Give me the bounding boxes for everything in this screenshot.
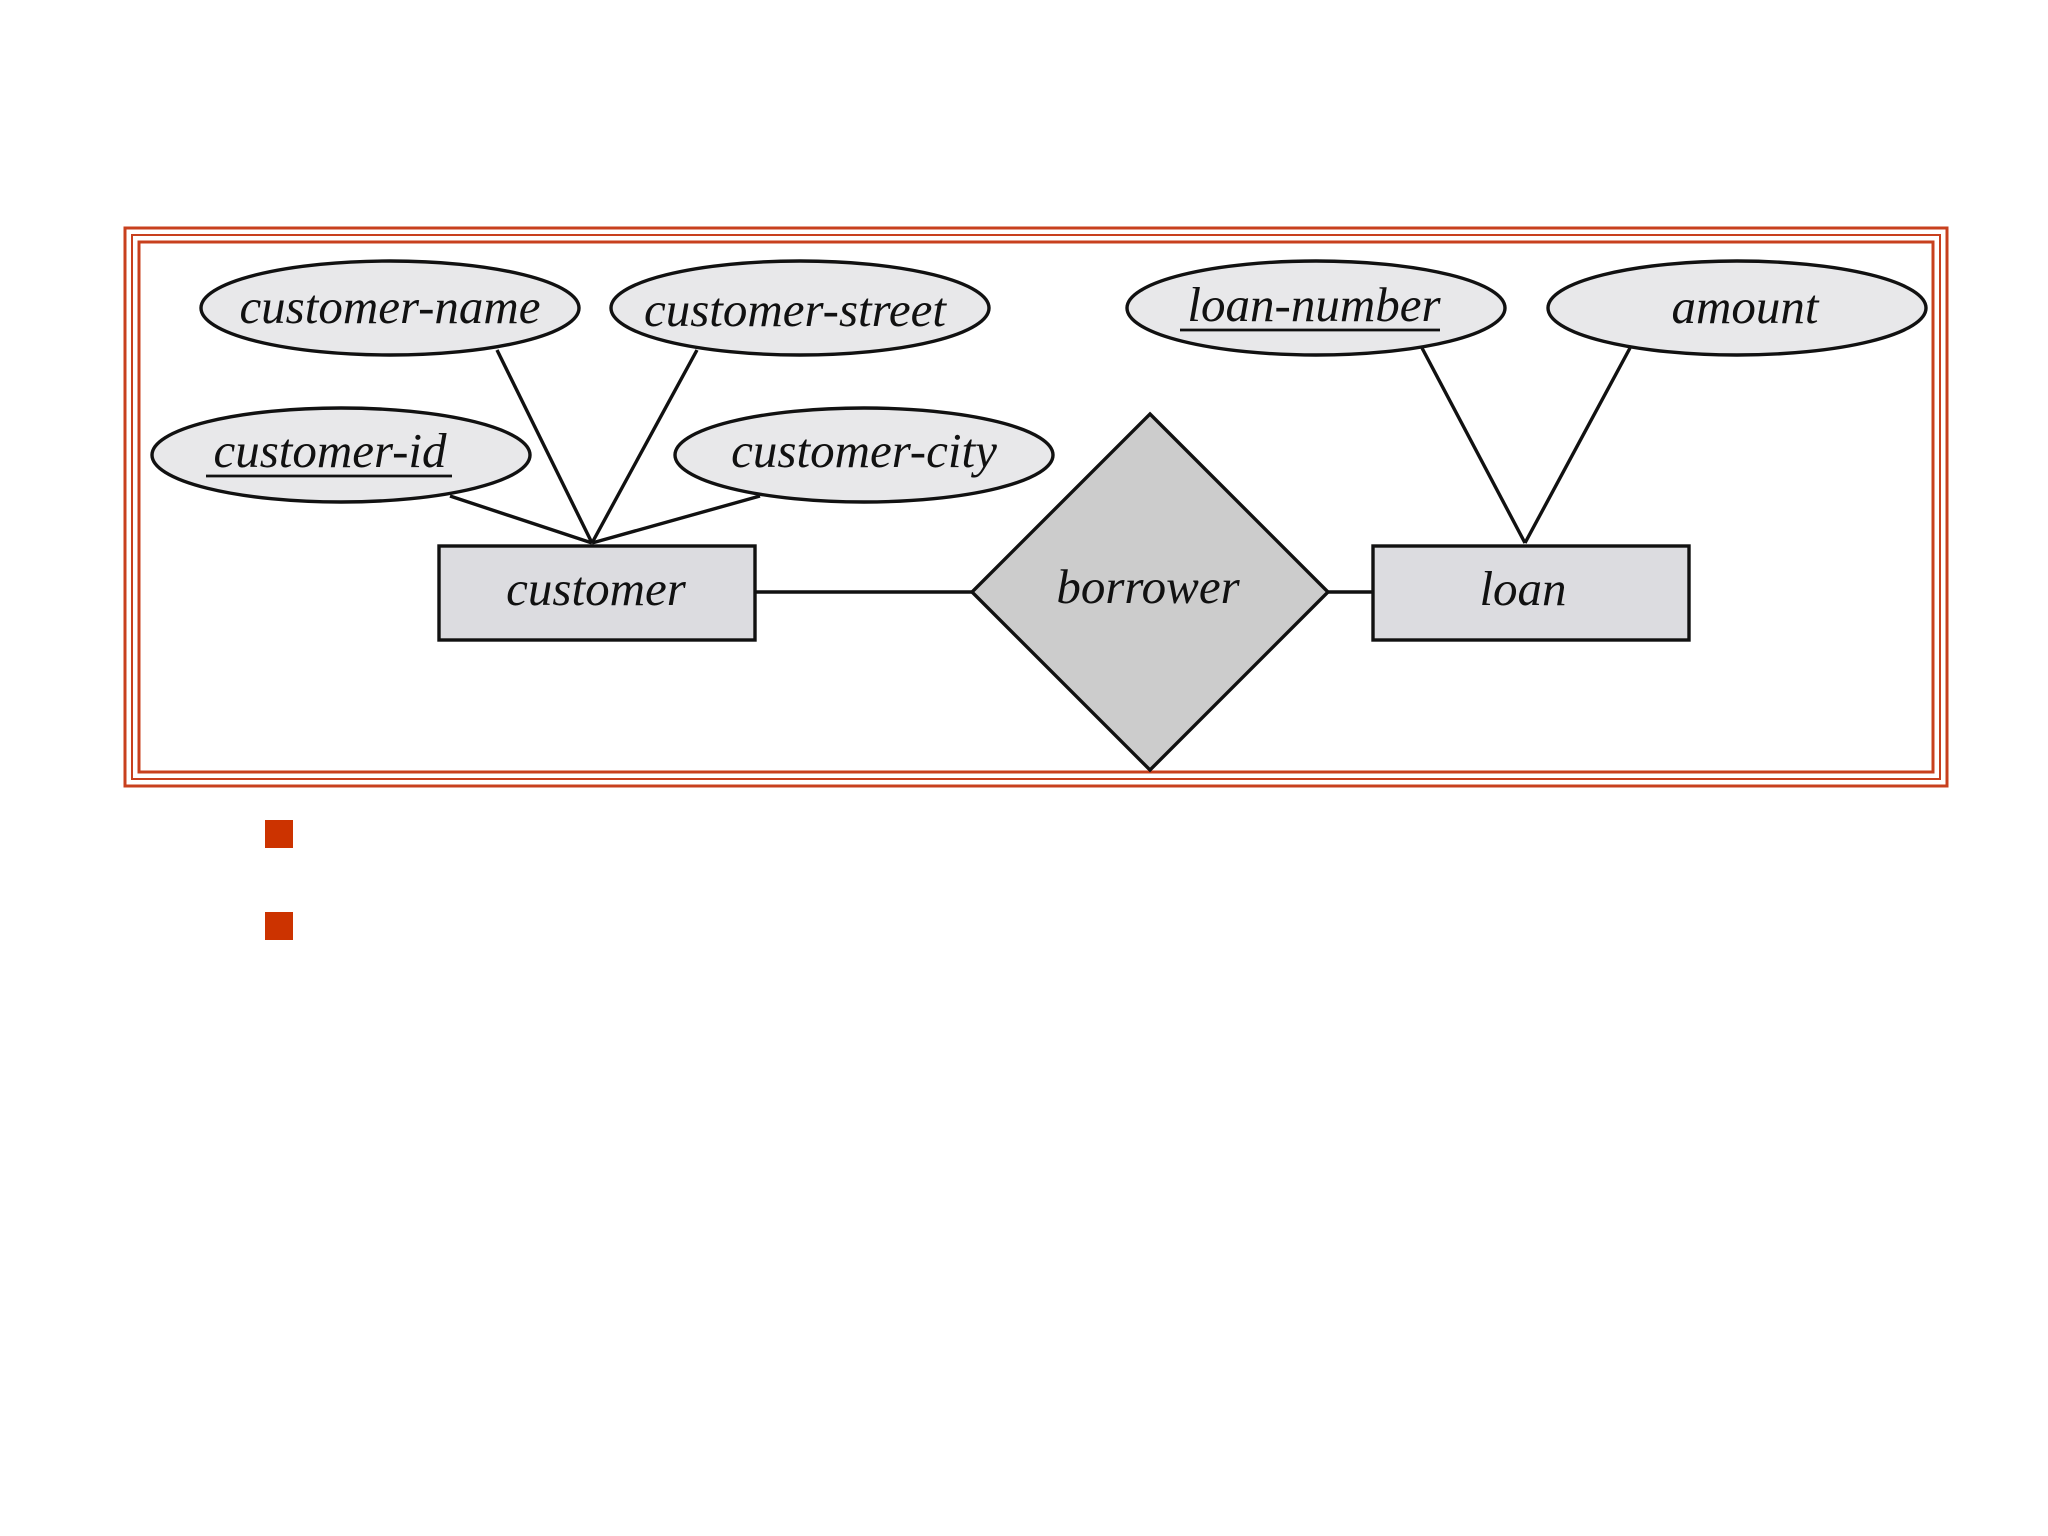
attribute-label: loan-number bbox=[1187, 277, 1441, 332]
attribute-label: customer-street bbox=[644, 282, 947, 337]
attribute-customer-city: customer-city bbox=[673, 406, 1055, 504]
entity-label: loan bbox=[1479, 561, 1566, 616]
edge-customer-city bbox=[591, 494, 761, 545]
edge-customer-name bbox=[495, 349, 594, 544]
attribute-customer-name: customer-name bbox=[199, 259, 581, 357]
attribute-label: amount bbox=[1672, 279, 1820, 334]
connections bbox=[449, 347, 1632, 594]
frame-outer bbox=[123, 226, 1949, 788]
frame-middle bbox=[131, 234, 1941, 780]
relationship-label: borrower bbox=[1056, 559, 1240, 614]
attribute-ellipse bbox=[673, 406, 1055, 504]
edge-loan-number bbox=[1420, 347, 1527, 544]
bullet-square-1 bbox=[265, 820, 293, 848]
attribute-ellipse bbox=[609, 259, 991, 357]
entity-loan: loan bbox=[1371, 544, 1691, 642]
attribute-label: customer-id bbox=[213, 423, 447, 478]
edge-customer-street bbox=[590, 349, 699, 544]
edge-amount bbox=[1523, 347, 1632, 544]
attribute-ellipse bbox=[1125, 259, 1507, 357]
entity-label: customer bbox=[506, 561, 687, 616]
frame-inner bbox=[137, 240, 1935, 774]
attribute-loan-number: loan-number bbox=[1125, 259, 1507, 357]
relationship-borrower: borrower bbox=[969, 411, 1331, 773]
edge-customer-id bbox=[449, 494, 593, 545]
attribute-ellipse bbox=[199, 259, 581, 357]
attribute-ellipse bbox=[1546, 259, 1928, 357]
attribute-customer-street: customer-street bbox=[609, 259, 991, 357]
diagram-frame bbox=[123, 226, 1949, 788]
bullet-square-2 bbox=[265, 912, 293, 940]
attribute-customer-id: customer-id bbox=[150, 406, 532, 504]
attribute-label: customer-name bbox=[239, 279, 540, 334]
attribute-amount: amount bbox=[1546, 259, 1928, 357]
entity-rectangle bbox=[1371, 544, 1691, 642]
attribute-label: customer-city bbox=[731, 423, 997, 478]
relationship-diamond bbox=[969, 411, 1331, 773]
attribute-ellipse bbox=[150, 406, 532, 504]
entity-customer: customer bbox=[437, 544, 757, 642]
entity-rectangle bbox=[437, 544, 757, 642]
